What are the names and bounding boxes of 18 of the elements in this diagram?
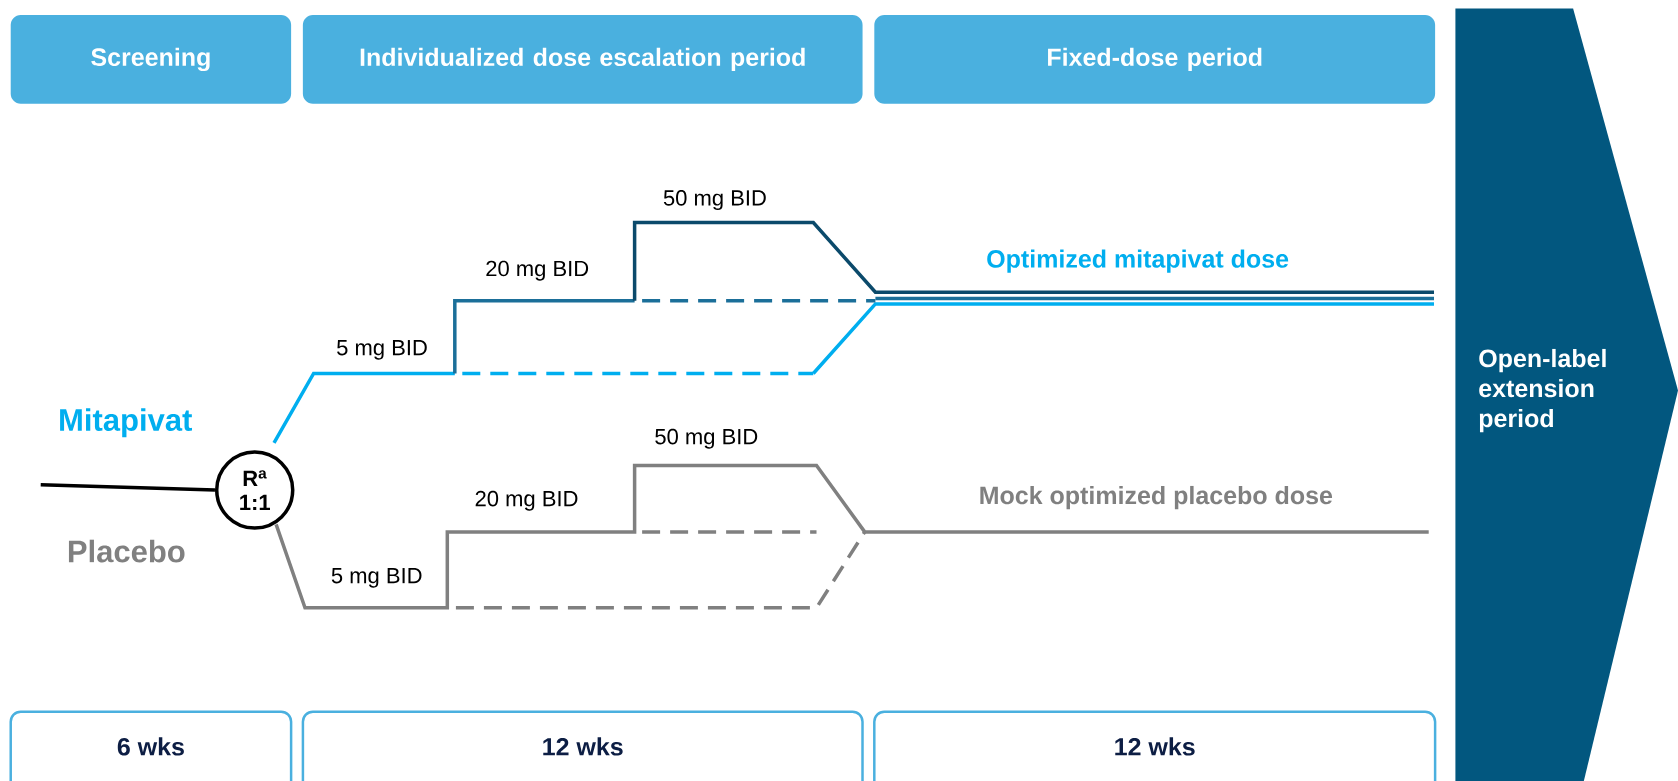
period-header: Fixed-dose period [874,15,1436,104]
period-header: Screening [10,15,292,104]
period-chevron: Open-label extension period [1455,8,1678,781]
dose-label: 5 mg BID [331,568,422,588]
dose-label: 5 mg BID [337,340,427,360]
duration-box: 12 wks [301,710,864,781]
dose-label: Mock optimized placebo dose [980,485,1333,510]
duration-box: 12 wks [873,710,1437,781]
arm-label: Mitapivat [60,408,192,438]
dose-label: 50 mg BID [655,428,758,449]
dose-label: 50 mg BID [663,190,766,211]
dose-label: 20 mg BID [475,490,578,511]
line [40,483,215,492]
period-header: Individualized dose escalation period [302,15,863,104]
dose-label: 20 mg BID [486,260,589,281]
dose-label: Optimized mitapivat dose [987,249,1289,273]
duration-box: 6 wks [9,710,293,781]
arm-label: Placebo [68,539,185,563]
